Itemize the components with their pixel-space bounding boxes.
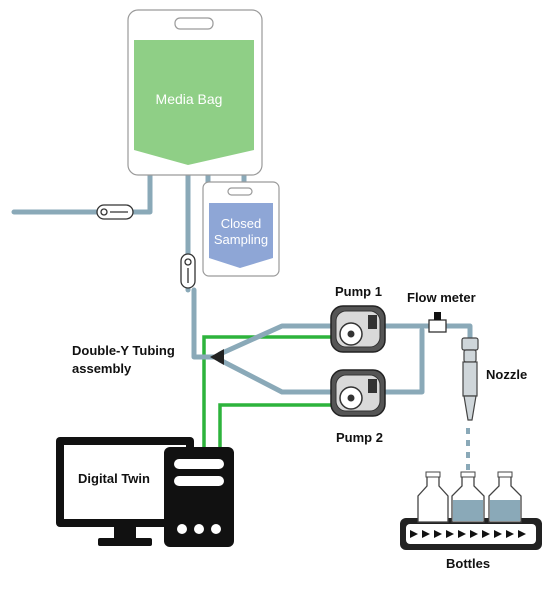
tube-to-nozzle	[441, 323, 473, 343]
bottle-icon	[488, 471, 522, 523]
signal-line-pump1	[202, 335, 333, 450]
double-y-label-line1: Double-Y Tubing	[72, 343, 175, 358]
tube-y-stem	[191, 287, 217, 360]
bottle-icon	[451, 471, 485, 523]
flow-meter-label: Flow meter	[407, 290, 476, 305]
pump2-label: Pump 2	[336, 430, 383, 445]
media-bag-label: Media Bag	[156, 91, 223, 107]
sampling-label-line2: Sampling	[214, 232, 268, 247]
tube-pump2-out	[383, 327, 425, 395]
sampling-bag: Closed Sampling	[202, 181, 280, 277]
server-tower-icon	[164, 447, 234, 547]
flow-meter-icon	[428, 312, 447, 333]
filling-nozzle-icon	[461, 337, 479, 421]
tube-y-lower	[217, 357, 336, 395]
peristaltic-pump-icon	[330, 369, 386, 417]
nozzle-label: Nozzle	[486, 367, 527, 382]
bottles-label: Bottles	[446, 556, 490, 571]
y-connector	[210, 349, 224, 365]
tube-inlet	[11, 169, 153, 215]
double-y-label-line2: assembly	[72, 361, 132, 376]
signal-lines	[202, 335, 333, 450]
media-bag: Media Bag	[127, 9, 263, 176]
sampling-label-line1: Closed	[221, 216, 261, 231]
conveyor-belt-icon	[400, 518, 542, 550]
tube-clamp-icon	[180, 253, 196, 289]
tube-clamp-icon	[96, 204, 134, 220]
peristaltic-pump-icon	[330, 305, 386, 353]
pump1-label: Pump 1	[335, 284, 382, 299]
tube-y-upper	[217, 323, 336, 357]
digital-twin-label: Digital Twin	[78, 471, 150, 486]
computer-monitor-icon	[56, 437, 194, 546]
signal-line-pump2	[218, 403, 333, 450]
bottle-icon	[417, 471, 449, 523]
